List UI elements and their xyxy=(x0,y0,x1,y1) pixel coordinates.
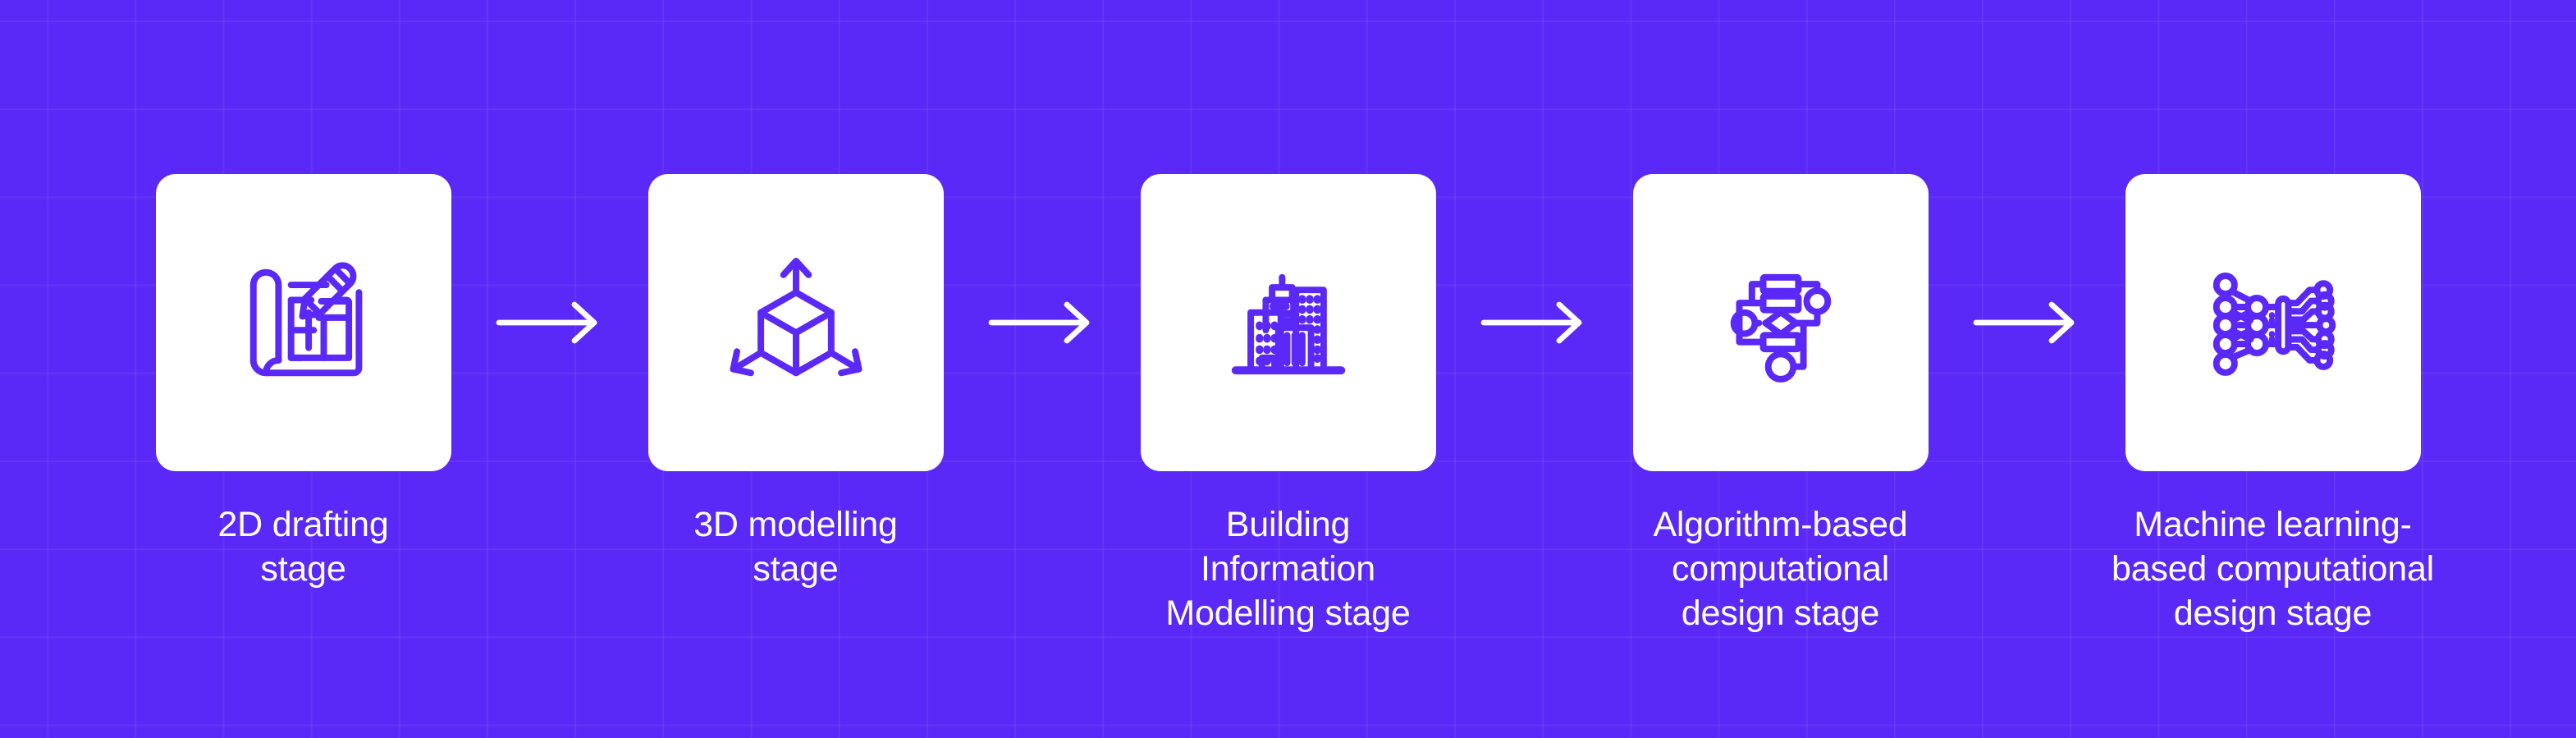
neural-network-chip-icon xyxy=(2212,273,2336,376)
step-card-2[interactable] xyxy=(647,174,944,471)
flow-connector-1 xyxy=(451,174,648,471)
blueprint-pencil-icon xyxy=(249,262,362,377)
step-label-3: Building Information Modelling stage xyxy=(1165,505,1411,634)
flow-step-machine-learning-design[interactable]: Machine learning- based computational de… xyxy=(2112,174,2434,636)
step-label-5: Machine learning- based computational de… xyxy=(2111,505,2435,634)
flow-step-3d-modelling[interactable]: 3D modelling stage xyxy=(647,174,944,591)
flow-step-2d-drafting[interactable]: 2D drafting stage xyxy=(155,174,451,591)
flow-step-bim[interactable]: Building Information Modelling stage xyxy=(1140,174,1436,636)
flow-step-algorithm-design[interactable]: Algorithm-based computational design sta… xyxy=(1632,174,1929,636)
flow-connector-3 xyxy=(1436,174,1633,471)
step-card-4[interactable] xyxy=(1632,174,1929,471)
arrow-right-icon xyxy=(1480,301,1581,344)
flowchart-algorithm-icon xyxy=(1730,273,1831,383)
arrow-right-icon xyxy=(988,301,1089,344)
3d-cube-axes-icon xyxy=(729,257,862,377)
step-card-5[interactable] xyxy=(2125,174,2421,471)
arrow-right-icon xyxy=(1973,301,2074,344)
city-buildings-icon xyxy=(1231,273,1345,375)
flow-connector-2 xyxy=(944,174,1141,471)
arrow-right-icon xyxy=(496,301,597,344)
flow-connector-4 xyxy=(1929,174,2125,471)
step-card-1[interactable] xyxy=(155,174,451,471)
step-label-1: 2D drafting stage xyxy=(217,505,389,589)
step-card-3[interactable] xyxy=(1140,174,1436,471)
step-label-2: 3D modelling stage xyxy=(693,505,898,589)
step-label-4: Algorithm-based computational design sta… xyxy=(1653,505,1908,634)
